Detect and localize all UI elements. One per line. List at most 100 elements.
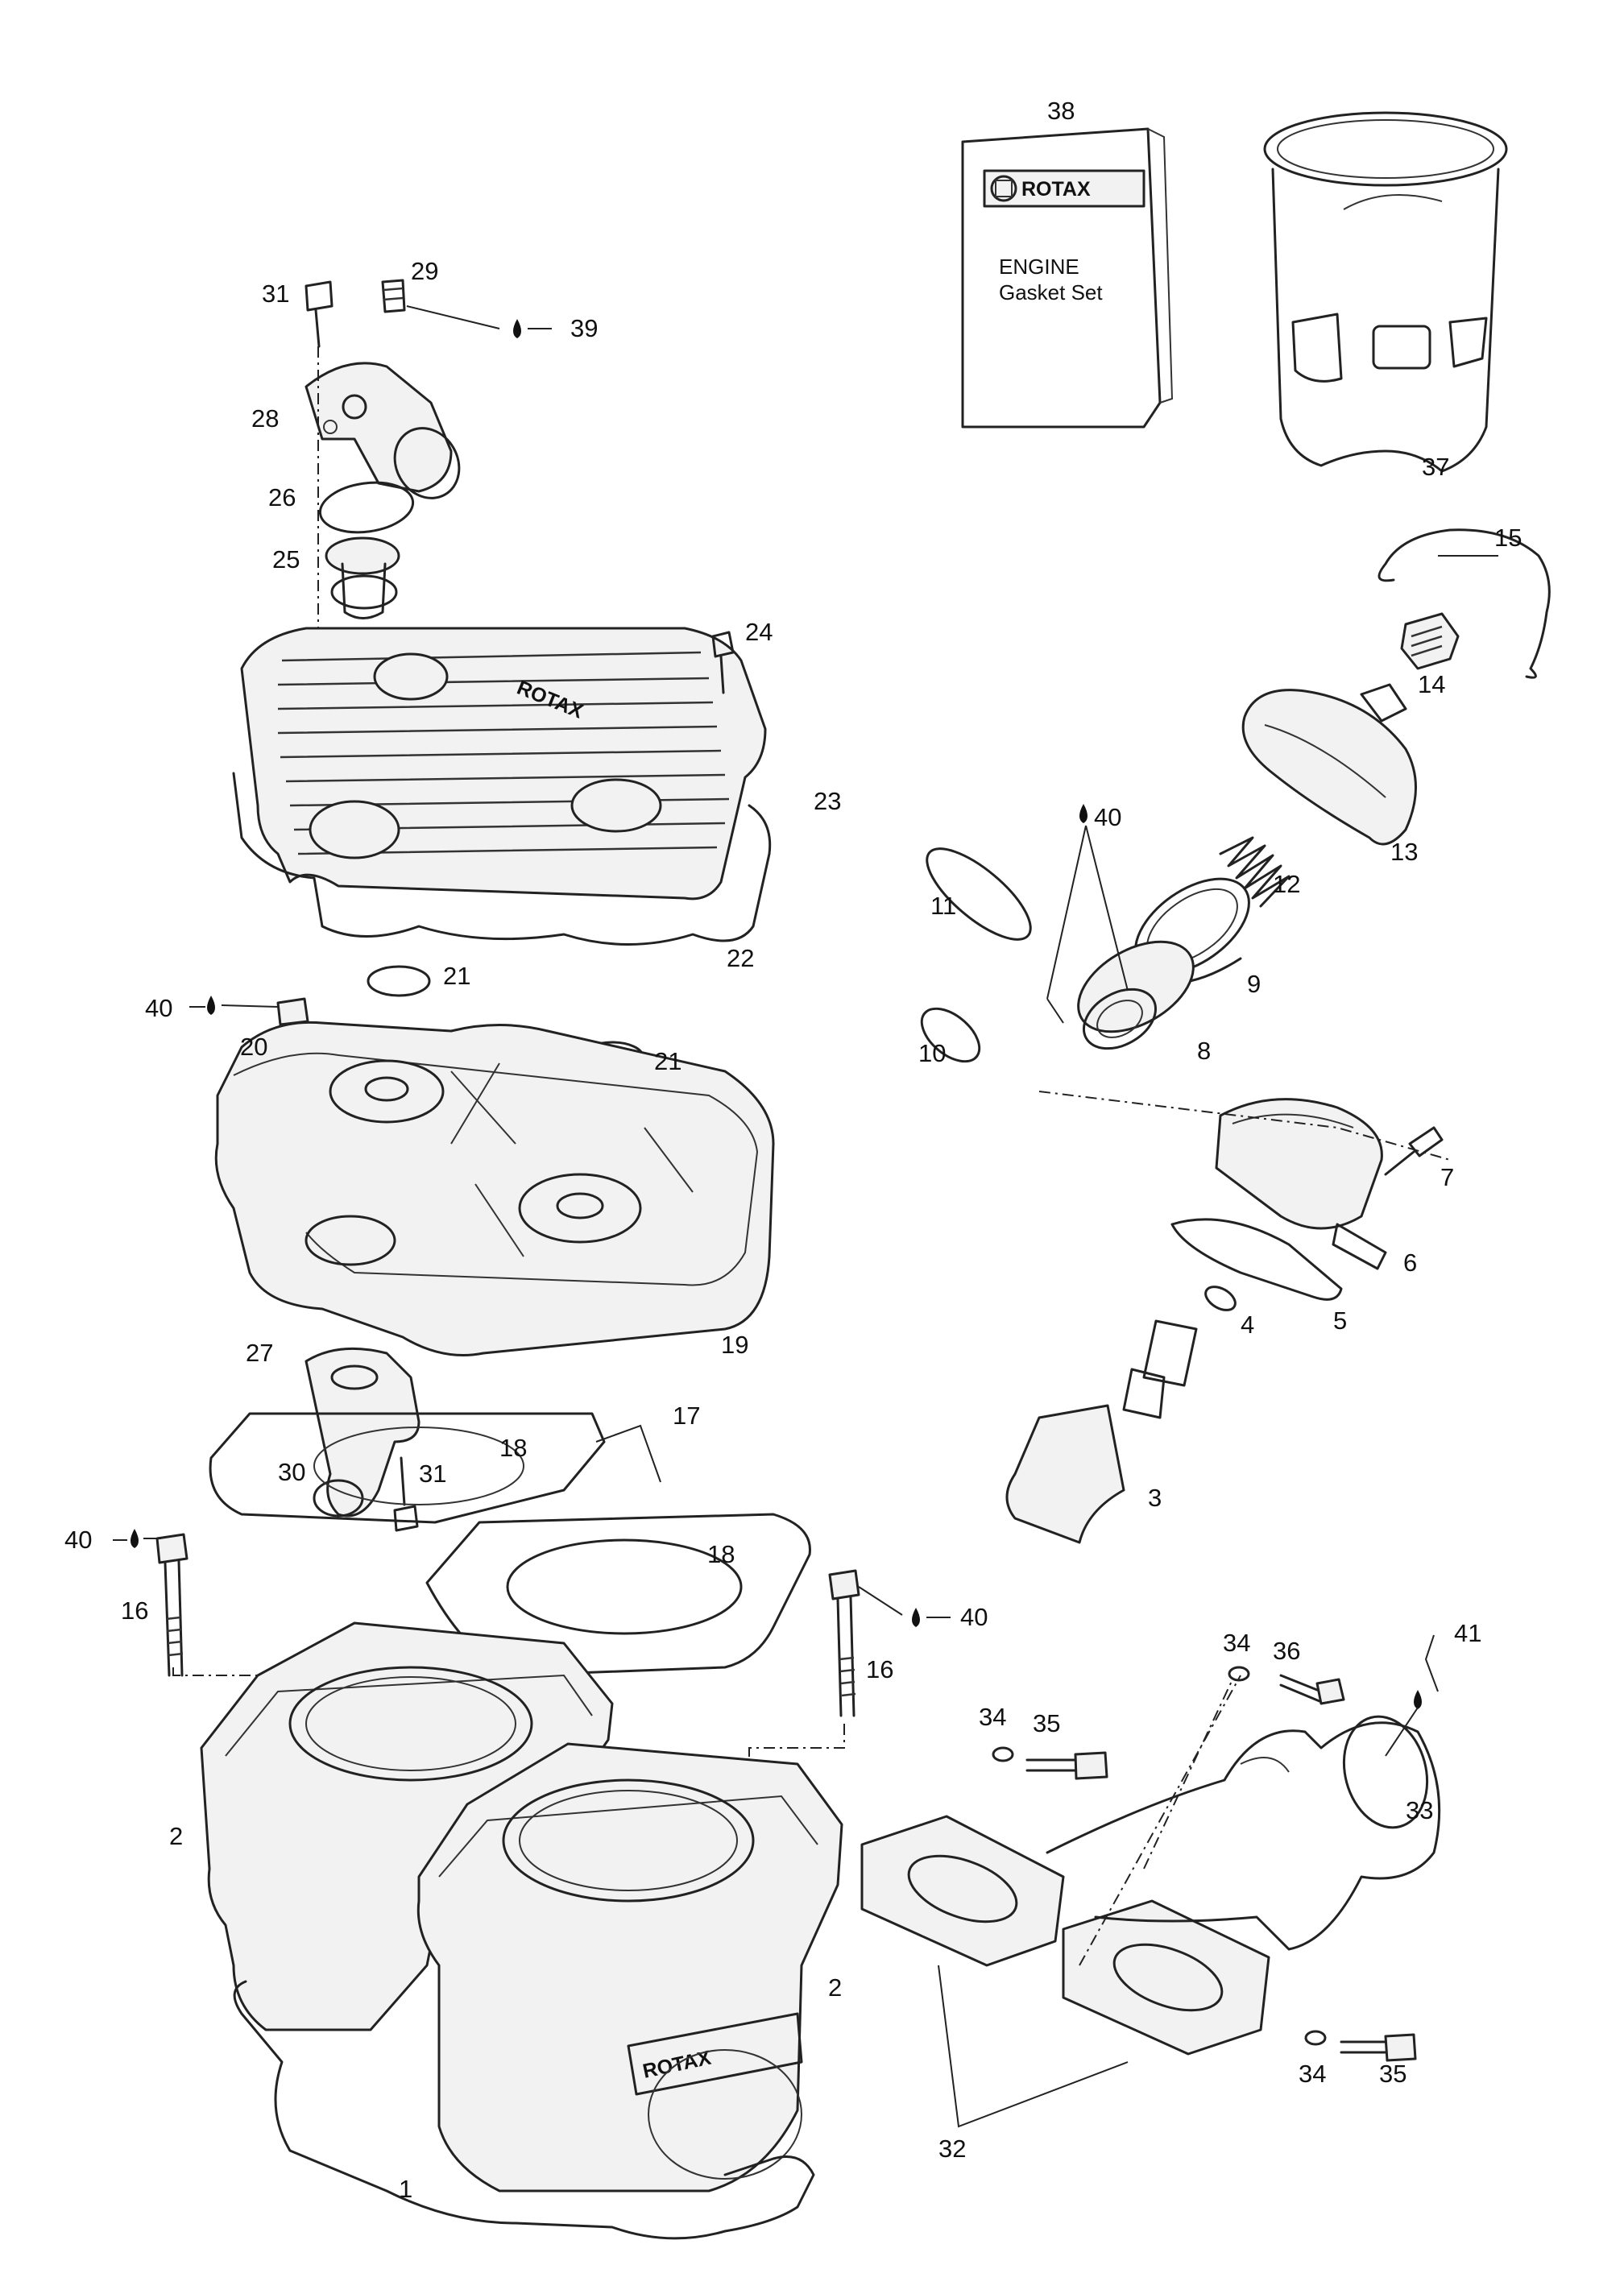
callout-23: 23 bbox=[814, 787, 841, 815]
gasket-pair-leader bbox=[595, 1424, 661, 1483]
callout-32: 32 bbox=[938, 2135, 966, 2163]
lubricant-drop-icon bbox=[207, 996, 215, 1015]
callout-26: 26 bbox=[268, 483, 296, 511]
water-outlet-elbow bbox=[304, 362, 461, 499]
o-ring-large bbox=[926, 847, 1032, 941]
callout-39: 39 bbox=[570, 314, 598, 342]
callout-24: 24 bbox=[745, 618, 773, 646]
bleed-screw bbox=[381, 279, 406, 313]
valve-housing-bolt bbox=[1384, 1126, 1444, 1176]
water-inlet-elbow bbox=[304, 1347, 420, 1518]
washer-upper bbox=[1228, 1666, 1250, 1682]
callout-40-valve: 40 bbox=[1094, 803, 1121, 831]
valve-piston bbox=[1077, 940, 1195, 1050]
callout-11: 11 bbox=[930, 892, 956, 920]
callout-29: 29 bbox=[411, 257, 438, 285]
cylinder-head bbox=[214, 1021, 775, 1356]
callout-8: 8 bbox=[1197, 1037, 1211, 1065]
callout-5: 5 bbox=[1333, 1306, 1347, 1335]
callout-40-right: 40 bbox=[960, 1603, 988, 1631]
kit-title-line1: ENGINE bbox=[999, 255, 1079, 279]
manifold-bolt-lower bbox=[1340, 2033, 1417, 2062]
manifold-dashed-line bbox=[1079, 1675, 1241, 1966]
head-gasket-front-bore bbox=[506, 1538, 743, 1635]
exhaust-valve-blade bbox=[1005, 1319, 1198, 1544]
callout-7: 7 bbox=[1440, 1163, 1454, 1191]
exhaust-flange-upper bbox=[860, 1815, 1065, 1967]
callout-3: 3 bbox=[1148, 1484, 1162, 1512]
thermostat-gasket bbox=[318, 481, 415, 534]
lubricant-drop-icon bbox=[912, 1608, 920, 1627]
lubricant-drop-icon bbox=[130, 1529, 139, 1548]
callout-18-rear: 18 bbox=[499, 1434, 527, 1462]
manifold-bolt-upper bbox=[1279, 1674, 1345, 1705]
outlet-screw bbox=[304, 280, 334, 348]
callout-19: 19 bbox=[721, 1331, 748, 1359]
cover-bolt bbox=[711, 631, 735, 694]
callout-21-lower: 21 bbox=[654, 1047, 682, 1075]
callout-35-upper: 35 bbox=[1033, 1709, 1060, 1737]
head-gasket-rear-bore bbox=[313, 1427, 524, 1505]
washer-lower bbox=[1304, 2030, 1327, 2046]
cylinder-base-gasket bbox=[233, 1980, 815, 2240]
callout-40-left: 40 bbox=[64, 1526, 92, 1554]
callout-28: 28 bbox=[251, 404, 279, 433]
head-cover-gasket bbox=[232, 772, 772, 946]
head-o-ring-upper bbox=[367, 965, 431, 997]
small-o-ring bbox=[1204, 1286, 1237, 1311]
o-ring-small bbox=[920, 1007, 981, 1063]
threaded-plug bbox=[1400, 612, 1460, 670]
cylinder-sleeve bbox=[1263, 111, 1508, 473]
bolt-left-dashed-line bbox=[172, 1667, 259, 1772]
callout-6: 6 bbox=[1403, 1248, 1417, 1277]
callout-4: 4 bbox=[1241, 1311, 1254, 1339]
callout-1: 1 bbox=[399, 2175, 412, 2203]
thermostat bbox=[325, 536, 400, 619]
callout-30: 30 bbox=[278, 1458, 305, 1486]
callout-38: 38 bbox=[1047, 97, 1075, 125]
compression-spring bbox=[1219, 836, 1290, 908]
callout-25: 25 bbox=[272, 545, 300, 574]
flange-pair-leader bbox=[938, 1965, 1129, 2128]
valve-housing bbox=[1215, 1098, 1387, 1270]
gasket-kit-box: ROTAX ENGINE Gasket Set bbox=[961, 127, 1174, 429]
lubricant-drop-icon bbox=[1079, 804, 1088, 823]
callout-35-lower: 35 bbox=[1379, 2060, 1406, 2088]
cylinder-bolt-right bbox=[828, 1569, 860, 1717]
callout-18-front: 18 bbox=[707, 1540, 735, 1568]
valve-cover bbox=[1241, 683, 1417, 846]
callout-40-head: 40 bbox=[145, 994, 172, 1022]
callout-22: 22 bbox=[727, 944, 754, 972]
callout-15: 15 bbox=[1494, 524, 1522, 552]
exhaust-manifold bbox=[1046, 1715, 1441, 1951]
callout-34-lower: 34 bbox=[1299, 2060, 1326, 2088]
callout-34-middle: 34 bbox=[979, 1703, 1006, 1731]
head-gasket-rear bbox=[209, 1412, 606, 1524]
callout-9: 9 bbox=[1247, 970, 1261, 998]
callout-14: 14 bbox=[1418, 670, 1445, 698]
housing-gasket bbox=[1170, 1218, 1343, 1301]
callout-labels: 1 2 2 3 4 5 6 7 8 9 10 11 12 13 14 15 16… bbox=[64, 97, 1522, 2203]
rotax-logo-icon bbox=[990, 175, 1017, 202]
kit-brand-text: ROTAX bbox=[1021, 178, 1091, 201]
callout-33: 33 bbox=[1406, 1796, 1433, 1824]
callout-20: 20 bbox=[240, 1033, 267, 1061]
spring-clip bbox=[1378, 528, 1551, 679]
leader-lines bbox=[113, 305, 1498, 1757]
callout-34-upper: 34 bbox=[1223, 1629, 1250, 1657]
cylinder-bolt-left bbox=[155, 1533, 188, 1677]
cylinder-front: ROTAX bbox=[416, 1742, 843, 2193]
callout-37: 37 bbox=[1422, 453, 1449, 481]
callout-27: 27 bbox=[246, 1339, 273, 1367]
callout-36: 36 bbox=[1273, 1637, 1300, 1665]
callout-41: 41 bbox=[1454, 1619, 1481, 1647]
cylinder-head-cover: ROTAX bbox=[240, 627, 767, 901]
elbow-screw bbox=[393, 1456, 419, 1532]
callout-12: 12 bbox=[1273, 870, 1300, 898]
callout-31-lower: 31 bbox=[419, 1460, 446, 1488]
washer-middle bbox=[992, 1746, 1014, 1762]
callout-10: 10 bbox=[918, 1039, 946, 1067]
valve-assembly-dashed-line bbox=[1038, 1091, 1451, 1161]
exhaust-flange-lower bbox=[1062, 1899, 1270, 2056]
